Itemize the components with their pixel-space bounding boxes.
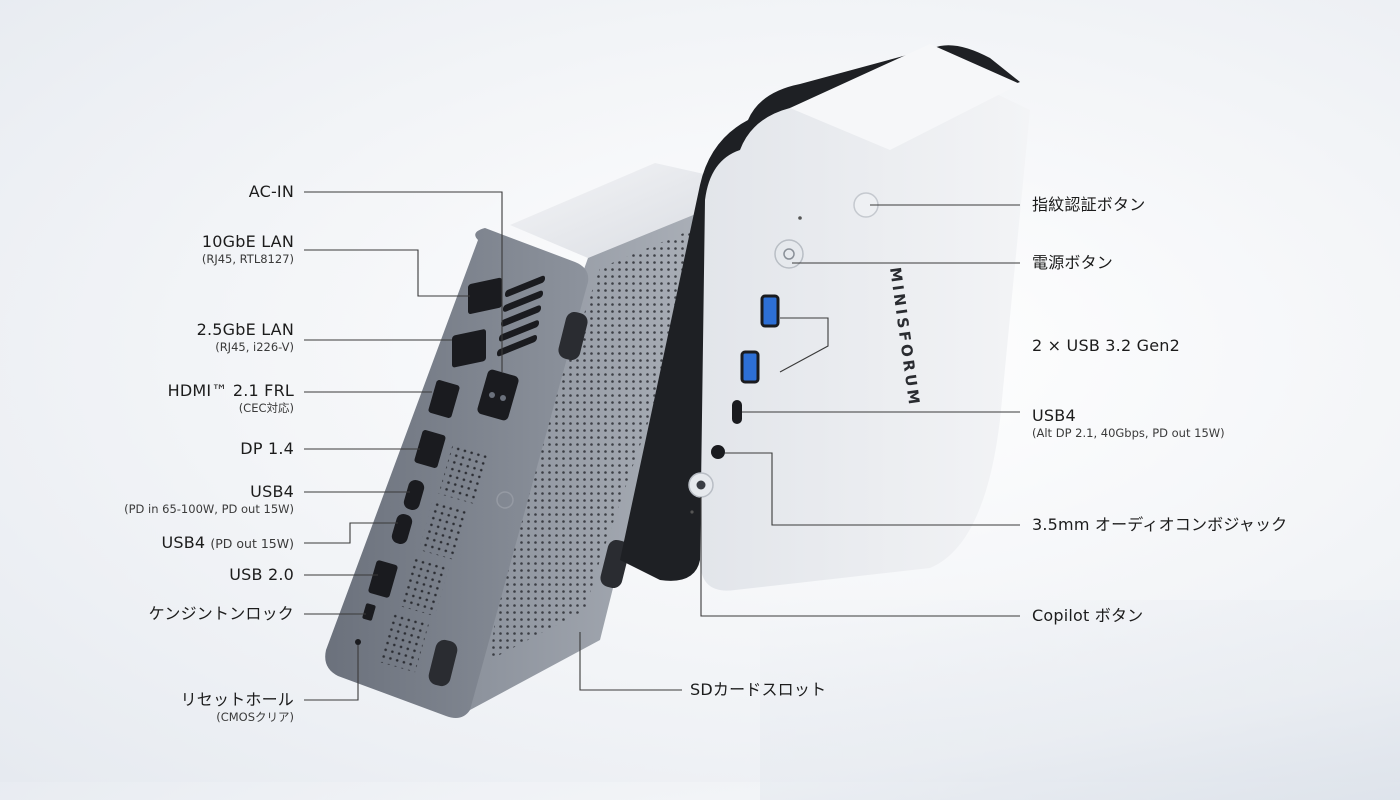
floor-reflection <box>760 600 1400 800</box>
status-led <box>798 216 802 220</box>
label-lan25g-sub: (RJ45, i226-V) <box>215 340 294 354</box>
port-hdmi <box>428 380 460 418</box>
label-usb20-main: USB 2.0 <box>229 565 294 584</box>
label-usb4-pd-in: USB4 (PD in 65-100W, PD out 15W) <box>124 482 294 516</box>
port-usb4-rear-2 <box>391 514 413 544</box>
rear-logo-dot <box>496 491 514 509</box>
label-fingerprint: 指紋認証ボタン <box>1032 195 1145 215</box>
label-fingerprint-main: 指紋認証ボタン <box>1032 195 1146 214</box>
kensington-slot <box>362 603 376 621</box>
port-lan25g <box>452 329 486 368</box>
label-lan10g-sub: (RJ45, RTL8127) <box>201 252 294 266</box>
label-power: 電源ボタン <box>1032 253 1113 273</box>
label-usb32: 2 × USB 3.2 Gen2 <box>1032 336 1180 356</box>
label-reset: リセットホール (CMOSクリア) <box>181 690 294 724</box>
port-lan10g <box>468 277 502 314</box>
line-usb32 <box>779 317 829 373</box>
rear-unit-top-face <box>510 163 730 258</box>
label-hdmi: HDMI™ 2.1 FRL (CEC対応) <box>168 381 294 415</box>
label-usb4-pd-out-main: USB4 <box>161 533 206 552</box>
port-usb4-rear-1 <box>403 480 425 510</box>
copilot-icon <box>696 480 706 490</box>
label-sd-slot-main: SDカードスロット <box>690 680 827 699</box>
label-kensington-main: ケンジントンロック <box>148 604 294 623</box>
rear-grille <box>438 443 490 505</box>
line-copilot <box>700 497 1020 617</box>
line-audio <box>725 452 1020 526</box>
rubber-foot <box>428 639 458 687</box>
port-usb4-front <box>732 400 742 424</box>
label-sd-slot: SDカードスロット <box>690 680 826 700</box>
label-ac-in-main: AC-IN <box>248 182 294 201</box>
label-usb4-pd-out-inline: (PD out 15W) <box>210 536 294 551</box>
port-usb20 <box>368 560 398 598</box>
reset-hole <box>355 639 361 645</box>
port-dp <box>414 430 446 468</box>
label-usb4-front-sub: (Alt DP 2.1, 40Gbps, PD out 15W) <box>1032 426 1225 440</box>
vent-slots <box>497 275 545 357</box>
rear-grille <box>418 499 470 561</box>
line-lan10g <box>304 249 470 297</box>
label-dp-main: DP 1.4 <box>240 439 294 458</box>
front-unit: MINISFORUM <box>620 44 1030 591</box>
line-reset <box>304 645 359 701</box>
port-usb32-1 <box>760 294 780 328</box>
power-icon <box>783 248 795 260</box>
rubber-foot <box>558 311 588 361</box>
label-usb4-pd-in-sub: (PD in 65-100W, PD out 15W) <box>124 502 294 516</box>
label-power-main: 電源ボタン <box>1032 253 1114 272</box>
label-dp: DP 1.4 <box>240 439 294 459</box>
device-diagram: MINISFORUM <box>304 44 1030 718</box>
label-hdmi-main: HDMI™ 2.1 FRL <box>167 381 294 400</box>
label-usb32-main: 2 × USB 3.2 Gen2 <box>1032 336 1180 355</box>
label-kensington: ケンジントンロック <box>149 604 294 624</box>
front-dot <box>690 510 694 514</box>
audio-jack <box>711 445 725 459</box>
label-usb20: USB 2.0 <box>229 565 294 585</box>
leader-lines <box>304 191 1020 701</box>
label-audio-main: 3.5mm オーディオコンボジャック <box>1032 515 1288 534</box>
label-lan25g: 2.5GbE LAN (RJ45, i226-V) <box>197 320 294 354</box>
label-lan25g-main: 2.5GbE LAN <box>196 320 294 339</box>
label-reset-sub: (CMOSクリア) <box>216 710 294 724</box>
label-lan10g: 10GbE LAN (RJ45, RTL8127) <box>202 232 294 266</box>
front-unit-front-face <box>700 82 1030 591</box>
label-usb4-front-main: USB4 <box>1032 406 1076 425</box>
label-usb4-front: USB4 (Alt DP 2.1, 40Gbps, PD out 15W) <box>1032 406 1225 440</box>
rear-unit <box>325 163 735 718</box>
port-usb32-2 <box>740 350 760 384</box>
power-button[interactable] <box>774 239 804 269</box>
label-usb4-pd-out: USB4 (PD out 15W) <box>161 533 294 553</box>
label-copilot: Copilot ボタン <box>1032 606 1143 626</box>
port-ac-in <box>477 369 519 421</box>
label-reset-main: リセットホール <box>180 690 294 709</box>
line-usb4-pd-out <box>304 522 398 544</box>
label-audio: 3.5mm オーディオコンボジャック <box>1032 515 1287 535</box>
vent-mesh <box>490 220 715 660</box>
line-sd-slot <box>579 632 682 691</box>
rear-grille <box>398 555 450 617</box>
line-ac-in <box>304 191 503 372</box>
stage: MINISFORUM AC-IN 10GbE LAN (RJ45 <box>124 44 1400 800</box>
label-hdmi-sub: (CEC対応) <box>238 401 294 415</box>
front-unit-top-face <box>790 44 1020 150</box>
label-copilot-main: Copilot ボタン <box>1032 606 1144 625</box>
label-ac-in: AC-IN <box>249 182 294 202</box>
label-lan10g-main: 10GbE LAN <box>201 232 294 251</box>
rear-grille <box>378 611 430 673</box>
label-usb4-pd-in-main: USB4 <box>250 482 294 501</box>
